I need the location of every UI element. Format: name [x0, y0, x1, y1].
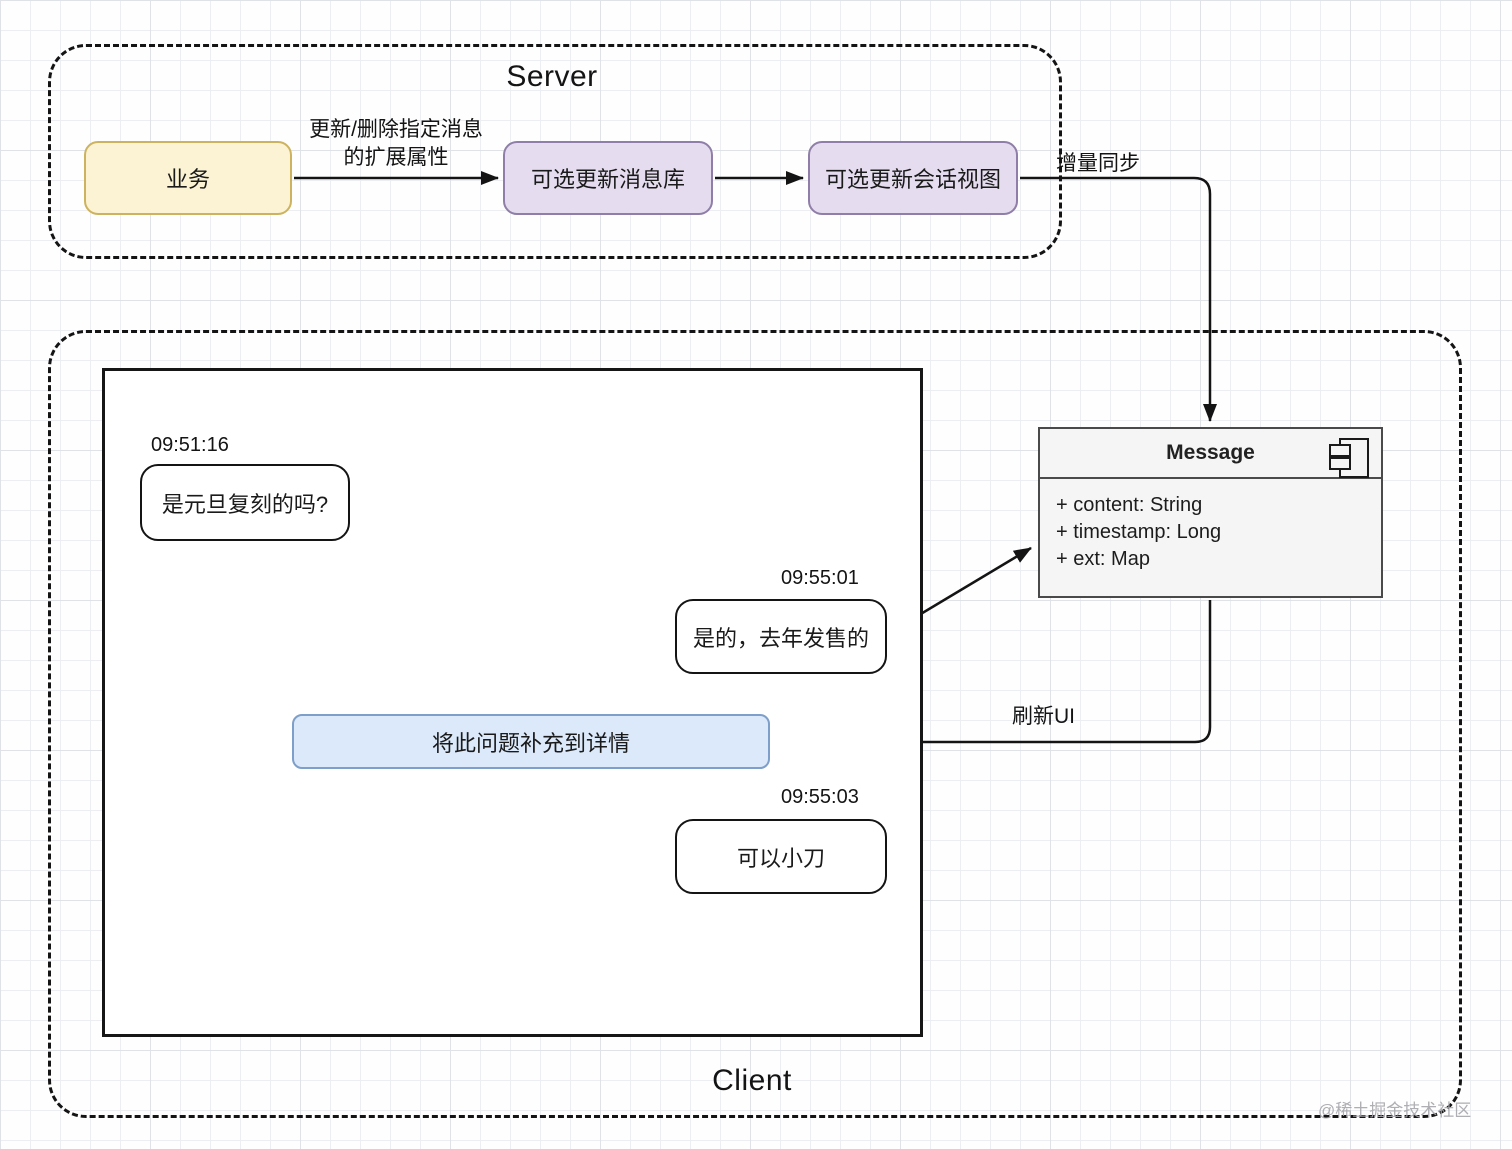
node-update-conversation-view: 可选更新会话视图	[808, 141, 1018, 215]
action-add-to-detail[interactable]: 将此问题补充到详情	[292, 714, 770, 769]
watermark: @稀土掘金技术社区	[1318, 1101, 1472, 1120]
attr-timestamp: + timestamp: Long	[1056, 521, 1222, 543]
attr-ext: + ext: Map	[1056, 548, 1150, 570]
edge-label-incremental-sync: 增量同步	[1056, 152, 1140, 175]
chat-timestamp-1: 09:51:16	[151, 434, 229, 456]
message-class-attributes: + content: String + timestamp: Long + ex…	[1040, 479, 1381, 573]
chat-timestamp-2: 09:55:01	[781, 567, 859, 589]
client-group-label: Client	[712, 1064, 792, 1097]
message-class-box: Message + content: String + timestamp: L…	[1038, 427, 1383, 598]
client-group	[48, 330, 1462, 1118]
uml-component-icon	[1329, 436, 1369, 478]
node-business: 业务	[84, 141, 292, 215]
edge-label-update-delete-ext: 更新/删除指定消息的扩展属性	[309, 118, 483, 169]
chat-bubble-1: 是元旦复刻的吗?	[140, 464, 350, 541]
chat-timestamp-3: 09:55:03	[781, 786, 859, 808]
chat-bubble-3: 可以小刀	[675, 819, 887, 894]
node-update-message-db: 可选更新消息库	[503, 141, 713, 215]
server-group	[48, 44, 1062, 259]
message-class-title: Message	[1166, 441, 1255, 464]
server-group-label: Server	[506, 60, 598, 93]
chat-bubble-2: 是的，去年发售的	[675, 599, 887, 674]
attr-content: + content: String	[1056, 494, 1203, 516]
edge-label-refresh-ui: 刷新UI	[1012, 705, 1075, 728]
message-class-header: Message	[1040, 429, 1381, 479]
